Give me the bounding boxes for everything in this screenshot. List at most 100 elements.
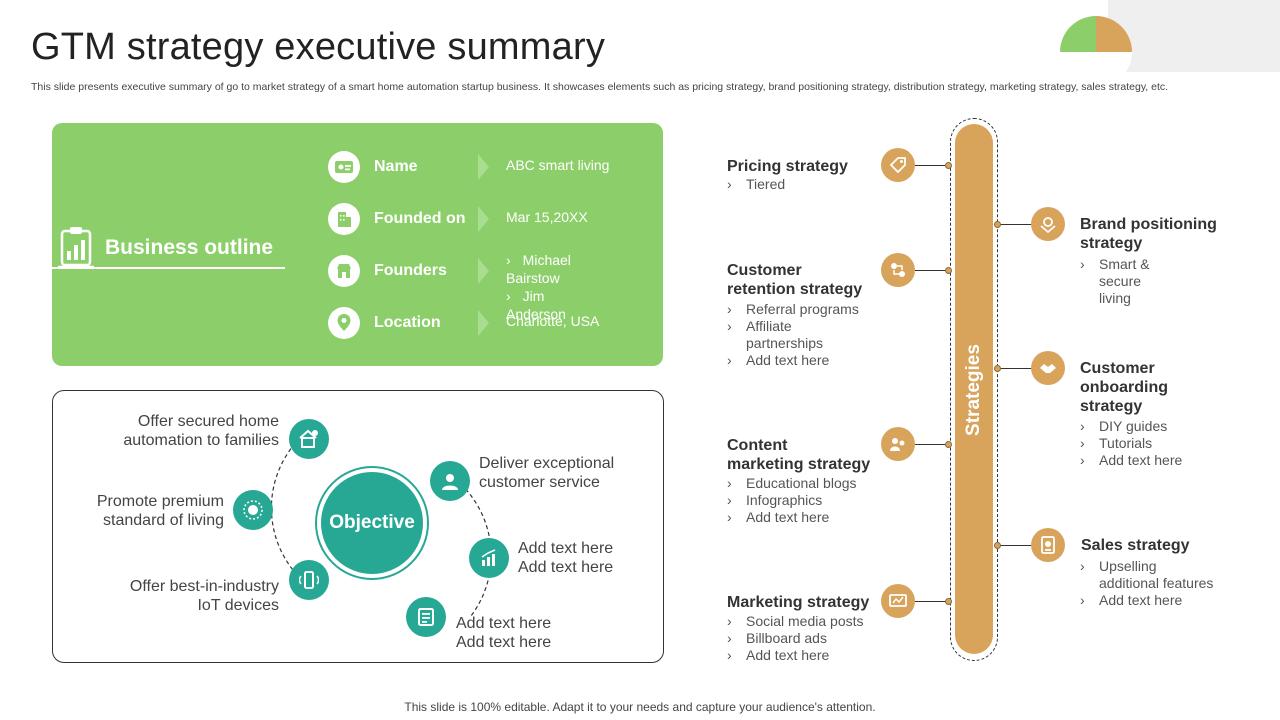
outline-label: Founded on [374, 210, 466, 227]
connector-dot [994, 542, 1001, 549]
strategy-item: Tutorials [1080, 435, 1182, 452]
strategy-item: Add text here [727, 509, 857, 526]
objective-card [52, 390, 664, 663]
connector-line [915, 270, 948, 271]
outline-label: Name [374, 158, 418, 175]
objective-text-line: Offer secured home [137, 413, 279, 430]
objective-item-3: Offer best-in-industry IoT devices [130, 577, 279, 615]
strategy-title-onboarding: Customer onboarding strategy [1080, 359, 1168, 416]
onboarding-icon [1031, 351, 1065, 385]
corner-decoration-grey [1108, 0, 1280, 72]
strategy-item: Smart & secure living [1080, 256, 1175, 307]
connector-line [915, 165, 948, 166]
outline-value: Mar 15,20XX [506, 209, 588, 225]
premium-badge-icon [233, 490, 273, 530]
connector-line [915, 444, 948, 445]
strategy-title-line: Customer [1080, 360, 1155, 377]
strategy-title-line: Sales strategy [1081, 537, 1190, 554]
connector-line [999, 224, 1032, 225]
document-icon [406, 597, 446, 637]
price-tag-icon [881, 148, 915, 182]
objective-text-line: Add text here [456, 634, 552, 651]
objective-item-6: Add text here Add text here [456, 614, 551, 652]
objective-item-5: Add text here Add text here [518, 539, 613, 577]
connector-dot [945, 267, 952, 274]
strategy-item: Affiliate partnerships [727, 318, 827, 352]
strategy-title-line: Pricing strategy [727, 158, 848, 175]
founder-name: Jim Anderson [506, 287, 571, 323]
strategy-list-content: Educational blogs Infographics Add text … [727, 475, 857, 526]
strategy-list-brand: Smart & secure living [1080, 256, 1200, 307]
objective-text-line: Add text here [456, 615, 552, 632]
brand-icon [1031, 207, 1065, 241]
strategy-list-retention: Referral programs Affiliate partnerships… [727, 301, 877, 369]
strategy-item: Social media posts [727, 613, 864, 630]
strategy-list-onboarding: DIY guides Tutorials Add text here [1080, 418, 1182, 469]
strategy-item: Add text here [1080, 592, 1230, 609]
connector-dot [945, 598, 952, 605]
strategy-title-marketing: Marketing strategy [727, 593, 869, 612]
strategy-title-line: strategy [1080, 398, 1143, 415]
id-card-icon [328, 151, 360, 183]
strategy-title-brand: Brand positioning strategy [1080, 215, 1217, 253]
objective-text-line: customer service [479, 474, 600, 491]
strategy-title-line: Customer [727, 262, 802, 279]
strategy-title-retention: Customer retention strategy [727, 261, 862, 299]
location-pin-icon [328, 307, 360, 339]
founder-name: Michael Bairstow [506, 251, 571, 287]
connector-dot [994, 365, 1001, 372]
strategy-item: DIY guides [1080, 418, 1182, 435]
strategy-list-sales: Upselling additional features Add text h… [1080, 558, 1230, 609]
strategy-list-marketing: Social media posts Billboard ads Add tex… [727, 613, 864, 664]
strategy-title-content: Content marketing strategy [727, 436, 870, 474]
connector-line [999, 368, 1032, 369]
strategy-title-line: Content [727, 437, 788, 454]
retention-icon [881, 253, 915, 287]
outline-label: Founders [374, 262, 447, 279]
strategy-item: Referral programs [727, 301, 877, 318]
objective-text-line: IoT devices [197, 597, 279, 614]
strategy-item: Tiered [727, 176, 785, 193]
strategy-title-line: Brand positioning [1080, 216, 1217, 233]
connector-line [915, 601, 948, 602]
corner-decoration-semicircle [1060, 16, 1132, 88]
arrow-shape [478, 206, 489, 232]
objective-text-line: Offer best-in-industry [129, 578, 279, 595]
content-icon [881, 427, 915, 461]
strategies-pillar [955, 124, 993, 654]
smart-home-icon [289, 419, 329, 459]
objective-text-line: Add text here [518, 559, 614, 576]
strategies-pillar-outline [950, 118, 998, 661]
objective-item-1: Offer secured home automation to familie… [123, 412, 279, 450]
outline-value: Charlotte, USA [506, 313, 600, 329]
page-subtitle: This slide presents executive summary of… [31, 81, 1169, 93]
objective-item-2: Promote premium standard of living [97, 492, 224, 530]
strategy-title-line: marketing strategy [727, 456, 871, 473]
business-outline-title: Business outline [105, 236, 274, 259]
strategy-item: Add text here [727, 647, 864, 664]
strategy-title-line: onboarding [1080, 379, 1168, 396]
strategy-title-pricing: Pricing strategy [727, 157, 848, 176]
strategy-title-line: retention strategy [727, 281, 863, 298]
page-title: GTM strategy executive summary [31, 26, 606, 68]
sales-icon [1031, 528, 1065, 562]
strategy-item: Educational blogs [727, 475, 857, 492]
shop-icon [328, 255, 360, 287]
marketing-icon [881, 584, 915, 618]
arrow-shape [478, 154, 489, 180]
building-icon [328, 203, 360, 235]
strategies-label: Strategies [963, 344, 984, 436]
strategy-list-pricing: Tiered [727, 176, 785, 193]
arrow-shape [478, 310, 489, 336]
outline-label: Location [374, 314, 441, 331]
strategy-title-sales: Sales strategy [1081, 536, 1190, 555]
strategy-title-line: Marketing strategy [727, 594, 870, 611]
connector-dot [945, 162, 952, 169]
growth-chart-icon [469, 538, 509, 578]
objective-text-line: Promote premium [96, 493, 224, 510]
strategy-item: Add text here [727, 352, 877, 369]
objective-text-line: standard of living [103, 512, 224, 529]
objective-center: Objective [317, 468, 427, 578]
objective-text-line: Deliver exceptional [479, 455, 615, 472]
iot-device-icon [289, 560, 329, 600]
